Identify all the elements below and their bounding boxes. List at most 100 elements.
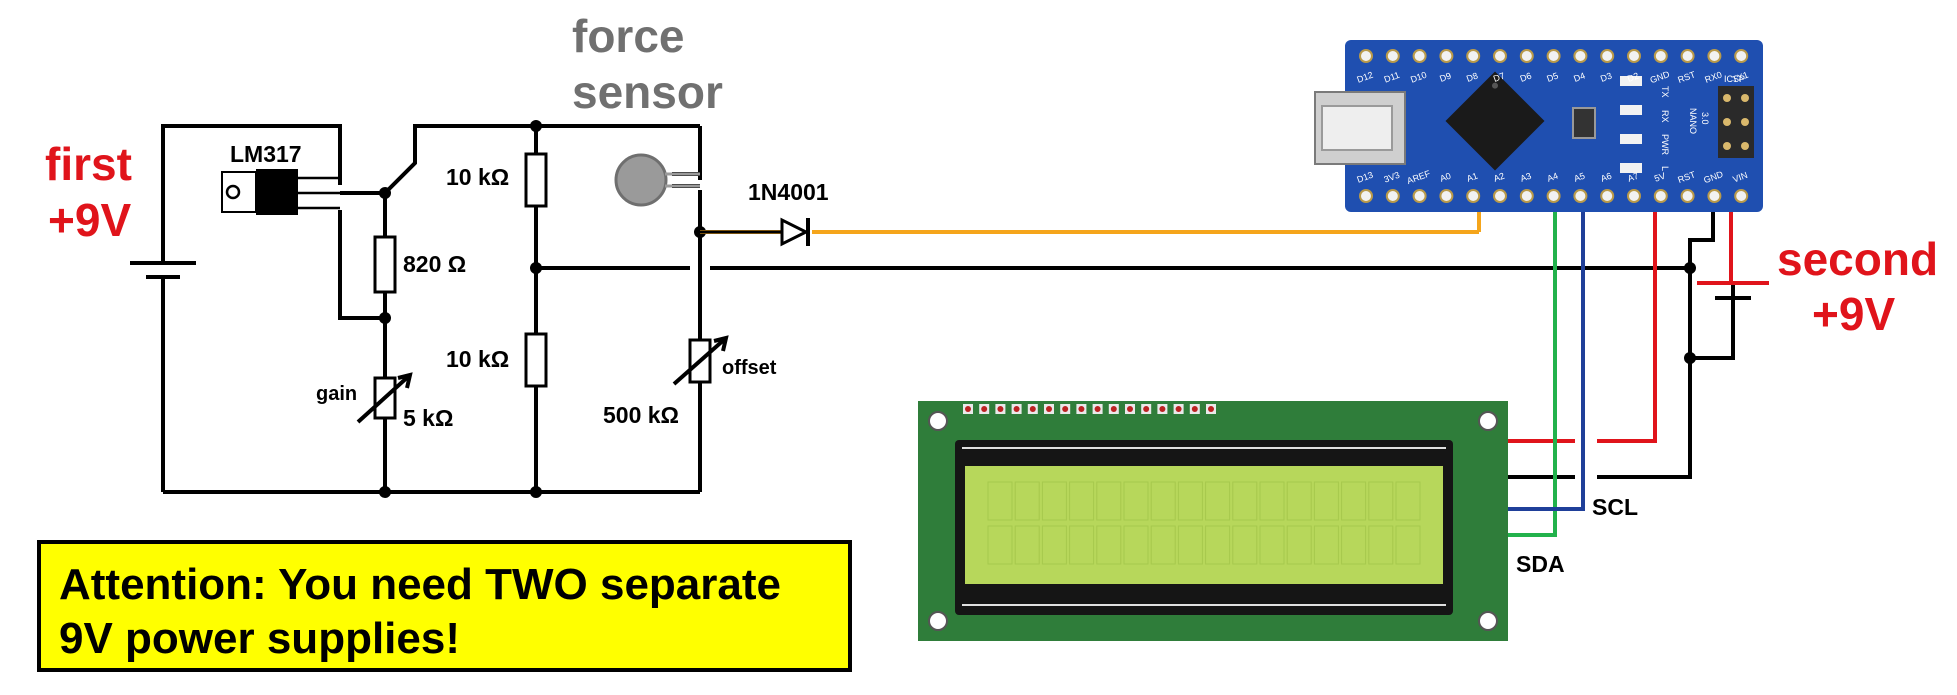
nano-top-pin-holes (1359, 49, 1749, 63)
lcd-pin-solder (1029, 406, 1036, 412)
lcd-pin-solder (1143, 406, 1150, 412)
first-battery-symbol (130, 261, 196, 279)
attention-banner: Attention: You need TWO separate 9V powe… (37, 540, 852, 672)
nano-led-label-l: L (1660, 166, 1670, 171)
nano-pin-hole (1734, 189, 1749, 203)
lcd-header-pins (963, 404, 1216, 414)
lcd-character-cell (1041, 525, 1067, 565)
nano-pin-hole (1359, 49, 1373, 63)
resistor-820 (373, 235, 397, 294)
lcd-character-cell (1205, 481, 1231, 521)
lcd-character-cell (1232, 525, 1258, 565)
gain-potentiometer (356, 372, 413, 424)
resistor-10k-top-label: 10 kΩ (446, 164, 509, 190)
nano-pin-hole (1412, 49, 1427, 63)
nano-led-label-rx: RX (1660, 110, 1670, 123)
offset-potentiometer (672, 335, 729, 386)
second-supply-label-line2: +9V (1812, 288, 1895, 340)
lcd-character-cell (1259, 525, 1285, 565)
lcd-pin-solder (1127, 406, 1133, 412)
lcd-character-grid (987, 481, 1421, 565)
lcd-character-cell (1123, 481, 1149, 521)
lcd-character-cell (1177, 481, 1203, 521)
nano-pin-hole (1707, 189, 1722, 203)
lcd-character-cell (1150, 525, 1176, 565)
nano-led-label-tx: TX (1660, 86, 1670, 98)
nano-pin-hole (1439, 189, 1454, 203)
nano-pin-hole (1680, 49, 1695, 63)
lcd-character-cell (1395, 481, 1421, 521)
resistor-10k-top (524, 152, 548, 208)
nano-pin-label: D9 (1438, 71, 1452, 84)
force-sensor-label-line2: sensor (572, 66, 723, 118)
lcd-character-cell (1014, 481, 1040, 521)
diode-label: 1N4001 (748, 179, 829, 205)
nano-led-label-pwr: PWR (1660, 134, 1670, 155)
nano-pin-hole (1466, 49, 1481, 63)
lcd-character-cell (1368, 481, 1394, 521)
nano-pin-hole (1707, 49, 1722, 63)
nano-pin-hole (1359, 189, 1373, 203)
nano-pin-hole (1519, 49, 1534, 63)
lcd-character-cell (1069, 525, 1095, 565)
lcd-module (918, 401, 1508, 641)
nano-pin-label: A7 (1626, 171, 1640, 184)
lcd-character-cell (1313, 481, 1339, 521)
sda-wire-green (1508, 196, 1557, 537)
nano-pin-label: A6 (1599, 171, 1613, 184)
attention-line-2: 9V power supplies! (59, 614, 460, 663)
lcd-pin-solder (1191, 406, 1198, 412)
nano-pin-label: D4 (1572, 71, 1586, 84)
nano-bottom-pin-holes (1359, 189, 1749, 203)
second-supply-label-line1: second (1777, 233, 1938, 285)
black-wires (161, 124, 1735, 494)
nano-pin-hole (1680, 189, 1695, 203)
nano-pin-label: A1 (1465, 171, 1479, 184)
pot-5k-label: 5 kΩ (403, 405, 453, 431)
lm317-label: LM317 (230, 141, 302, 167)
junction-dots (379, 120, 1696, 498)
lcd-character-cell (1259, 481, 1285, 521)
offset-label: offset (722, 357, 777, 379)
nano-pin-hole (1546, 49, 1561, 63)
lcd-character-cell (1123, 525, 1149, 565)
resistor-10k-bottom-label: 10 kΩ (446, 346, 509, 372)
lcd-pin-solder (981, 406, 988, 412)
nano-pin-hole (1385, 49, 1400, 63)
nano-pin-label: D6 (1519, 71, 1533, 84)
lcd-character-cell (1177, 525, 1203, 565)
lcd-character-cell (1150, 481, 1176, 521)
lcd-character-cell (1014, 525, 1040, 565)
lcd-pin-solder (965, 406, 971, 412)
lcd-character-cell (1341, 481, 1367, 521)
nano-pin-label: A3 (1519, 171, 1533, 184)
nano-pin-hole (1519, 189, 1534, 203)
nano-pin-label: VIN (1731, 170, 1749, 185)
scl-wire-blue (1508, 196, 1585, 511)
lcd-pin-solder (1094, 406, 1101, 412)
power-wire-red (1508, 186, 1733, 443)
lcd-character-cell (1286, 525, 1312, 565)
lcd-character-cell (1096, 525, 1122, 565)
nano-pin-label: A4 (1546, 171, 1560, 184)
lcd-pin-solder (1175, 406, 1182, 412)
nano-pin-hole (1493, 49, 1507, 63)
lcd-character-cell (1286, 481, 1312, 521)
nano-pin-hole (1466, 189, 1481, 203)
nano-pin-label: D8 (1465, 71, 1479, 84)
nano-pin-hole (1412, 189, 1427, 203)
lcd-pin-solder (997, 406, 1004, 412)
nano-pin-hole (1493, 189, 1507, 203)
lm317-regulator (221, 169, 340, 215)
nano-pin-hole (1573, 49, 1588, 63)
scl-label: SCL (1592, 494, 1638, 520)
first-supply-label-line2: +9V (48, 194, 131, 246)
nano-pin-hole (1600, 189, 1615, 203)
lcd-character-cell (1096, 481, 1122, 521)
diode-1n4001 (700, 217, 810, 247)
nano-pin-hole (1734, 49, 1749, 63)
nano-pin-label: D5 (1545, 71, 1559, 84)
nano-version-label: 3.0 (1700, 112, 1710, 125)
